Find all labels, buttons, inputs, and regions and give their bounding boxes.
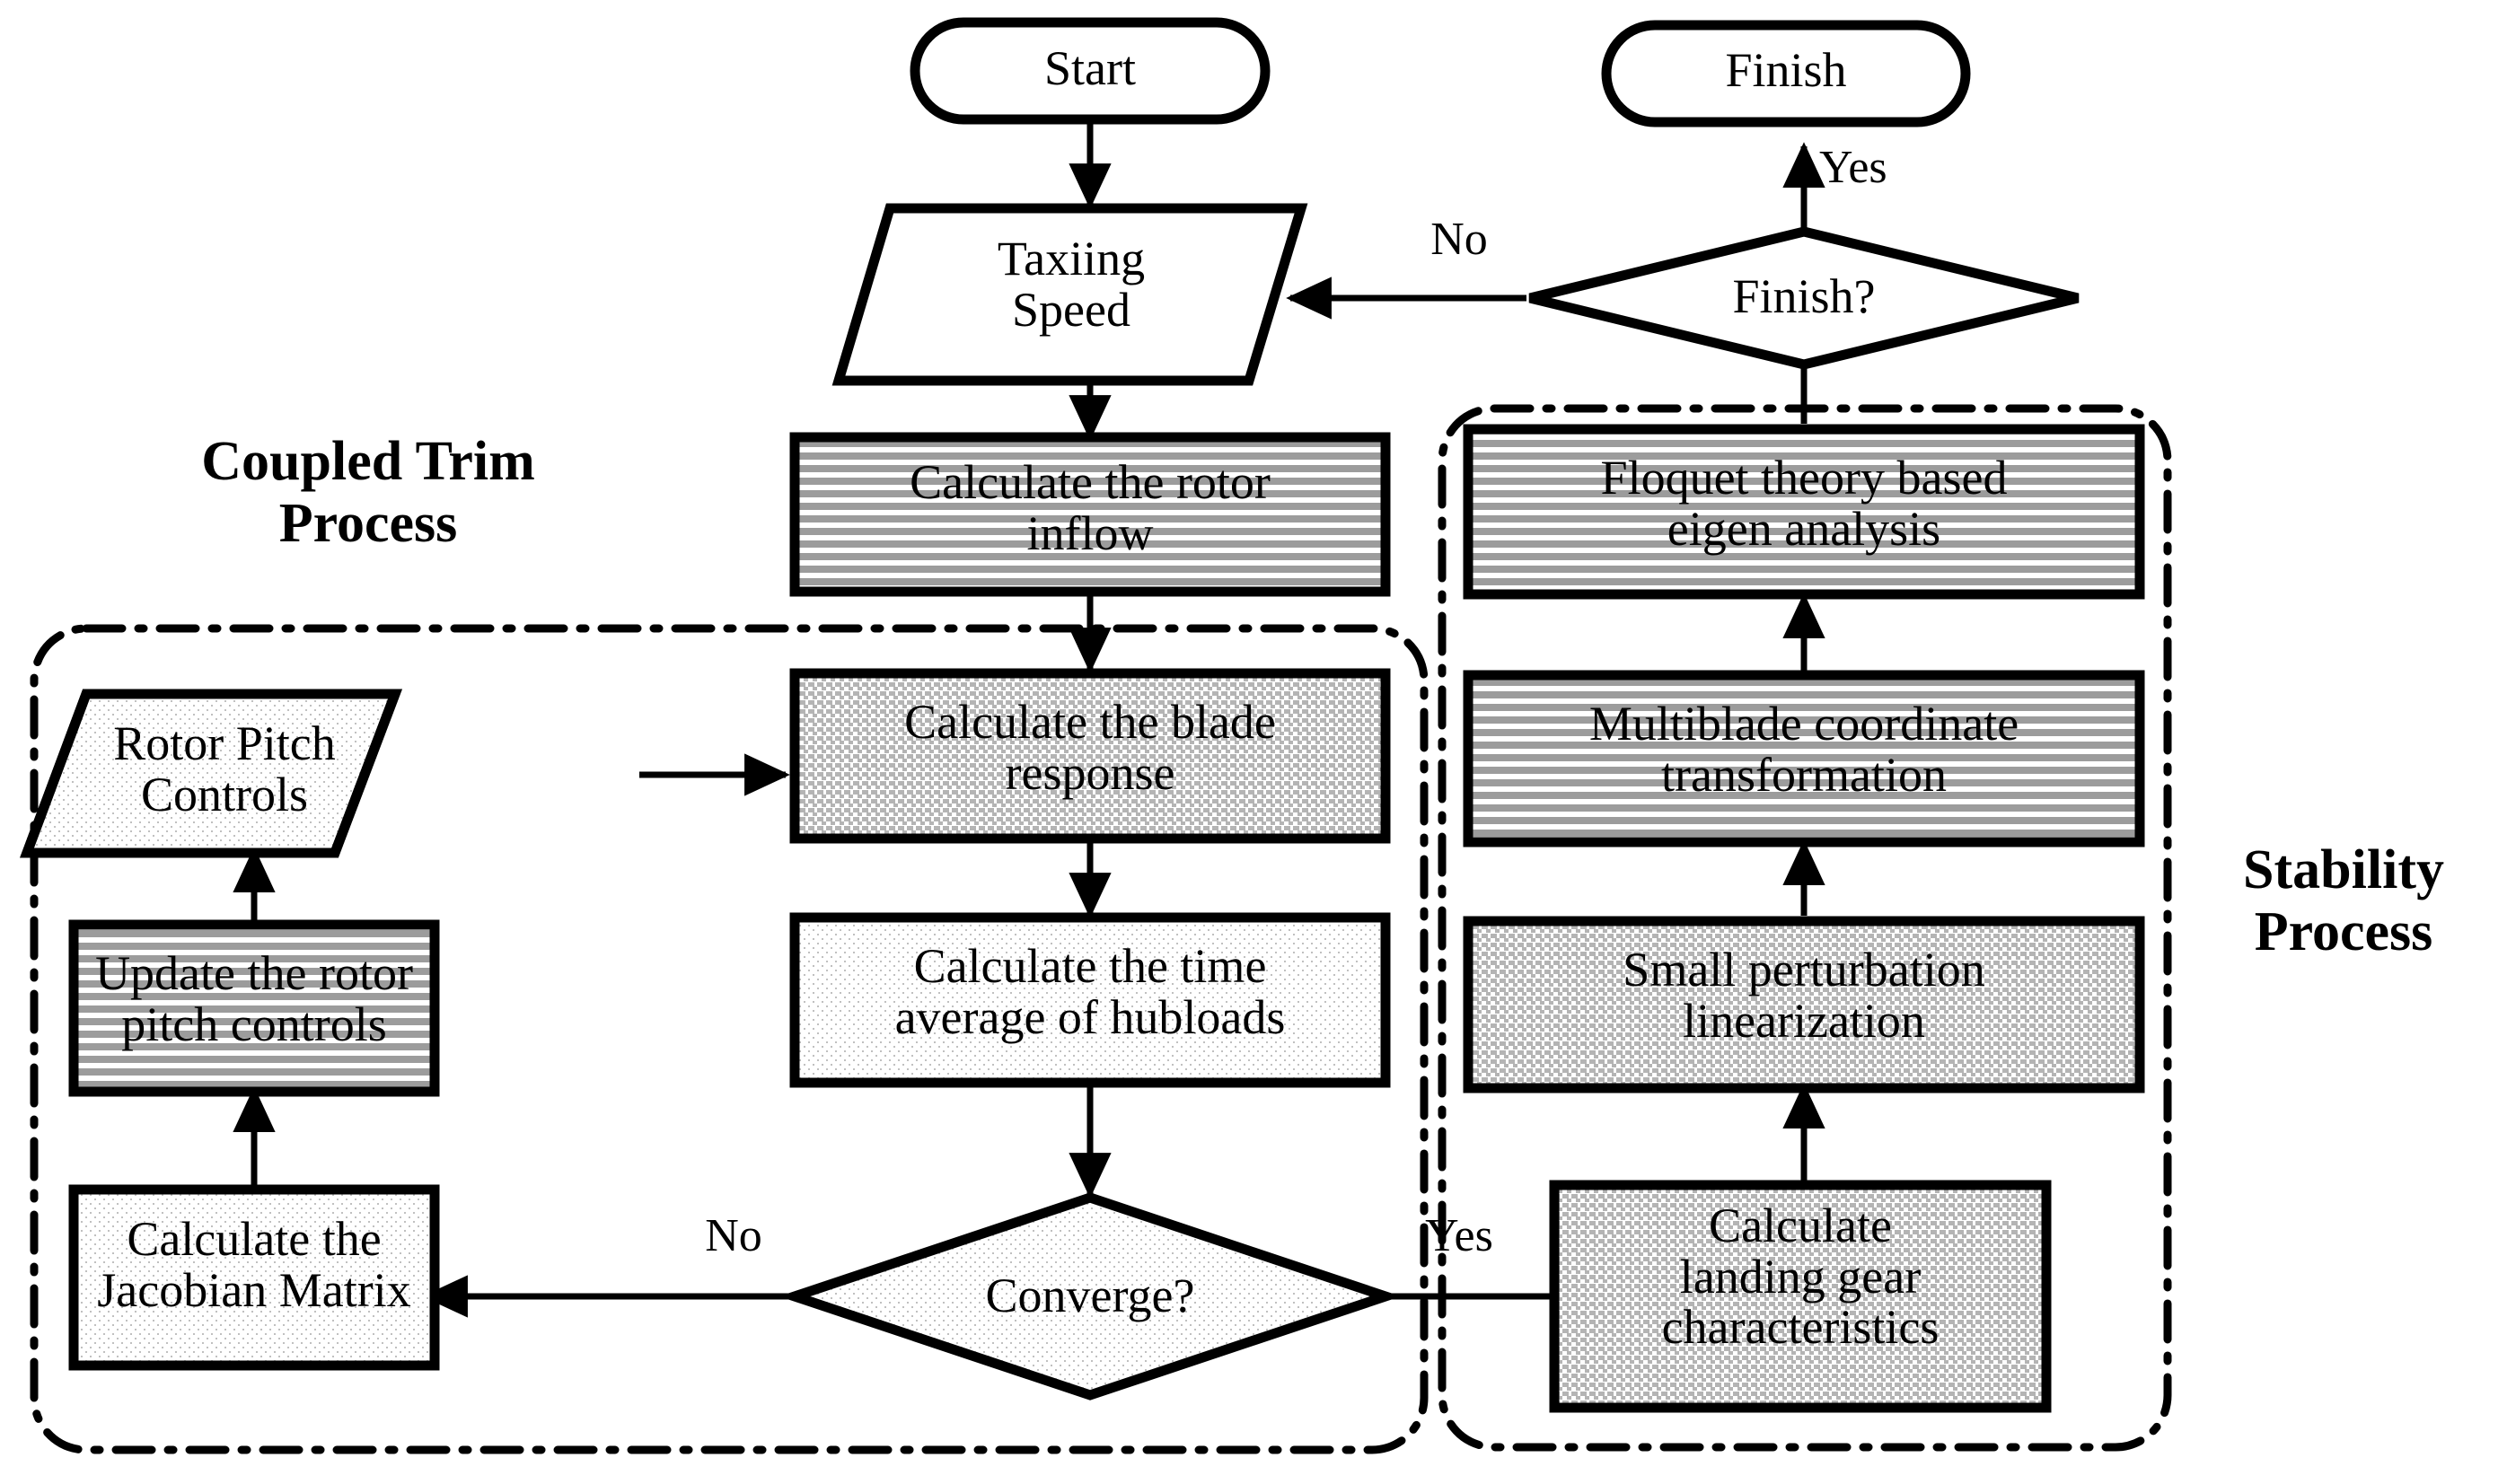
node-multiblade[interactable] <box>1463 670 2145 847</box>
node-small-perturbation[interactable] <box>1463 916 2145 1093</box>
node-blade-response[interactable] <box>789 668 1391 844</box>
node-jacobian-matrix[interactable] <box>68 1184 440 1371</box>
node-converge-question[interactable] <box>778 1192 1402 1401</box>
node-taxiing-speed[interactable] <box>831 203 1308 386</box>
node-rotor-inflow[interactable] <box>789 432 1391 597</box>
node-finish[interactable] <box>1601 20 1971 127</box>
node-start[interactable] <box>910 17 1271 125</box>
node-update-pitch-controls[interactable] <box>68 919 440 1097</box>
node-rotor-pitch-controls-visible <box>20 689 402 858</box>
node-time-average[interactable] <box>789 912 1391 1088</box>
node-landing-gear[interactable] <box>1549 1180 2052 1413</box>
node-floquet[interactable] <box>1463 424 2145 600</box>
group-box-coupled-trim <box>30 624 1429 1454</box>
node-finish-question[interactable] <box>1528 226 2080 370</box>
